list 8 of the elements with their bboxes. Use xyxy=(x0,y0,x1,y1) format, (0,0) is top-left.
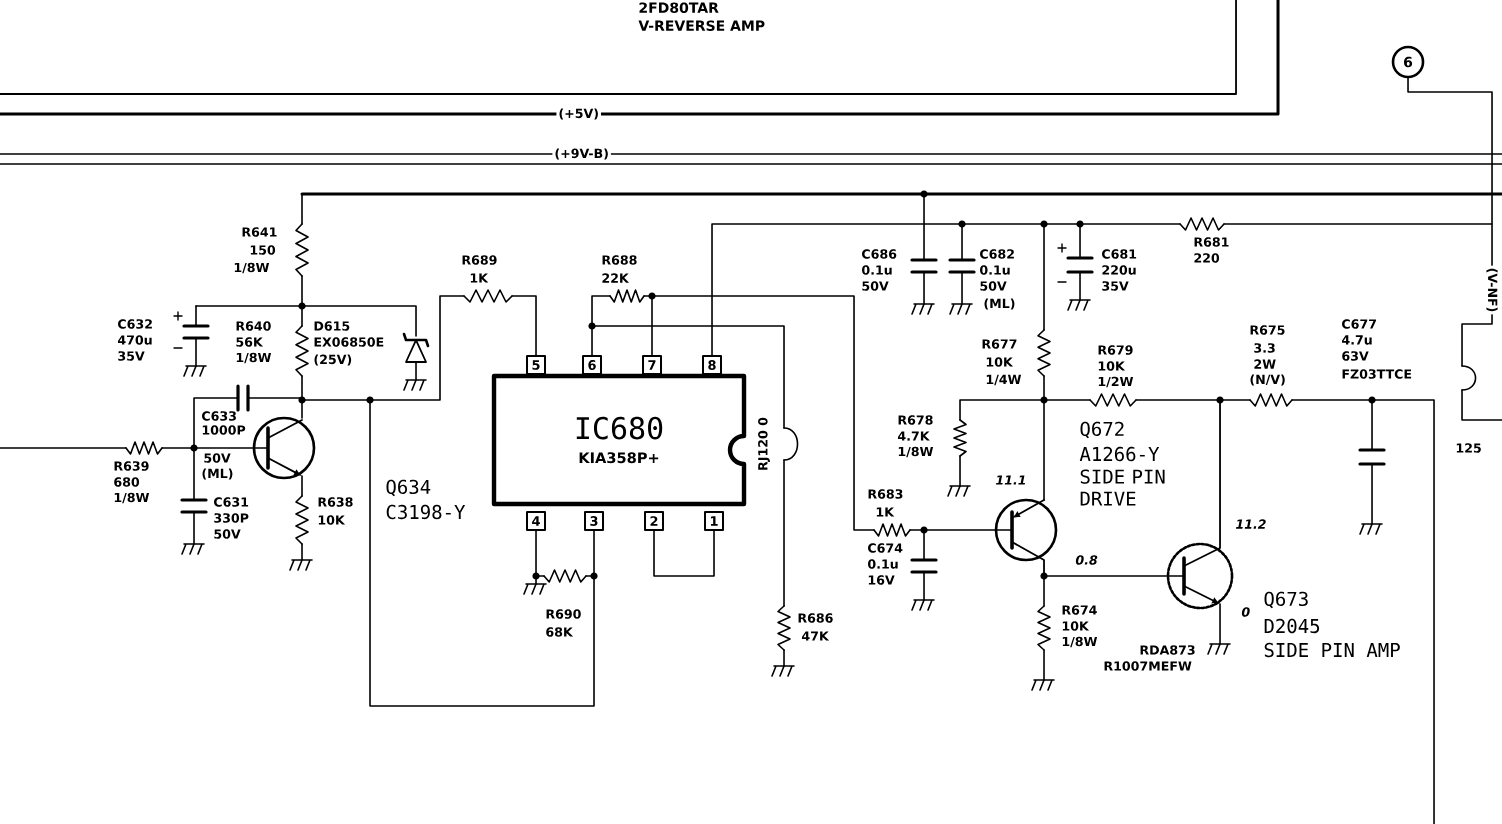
transistor-label: D2045 xyxy=(1264,618,1320,634)
transistor-label: A1266-Y xyxy=(1079,446,1160,462)
transistor-label: Q673 xyxy=(1264,591,1308,609)
transistor-label: SIDE PIN AMP xyxy=(1264,642,1400,658)
transistor-label: C3198-Y xyxy=(386,504,466,520)
transistor-label: Q634 xyxy=(386,479,431,497)
transistor-label: Q672 xyxy=(1080,421,1124,439)
transistor-label: SIDE PIN DRIVE xyxy=(1080,469,1165,506)
